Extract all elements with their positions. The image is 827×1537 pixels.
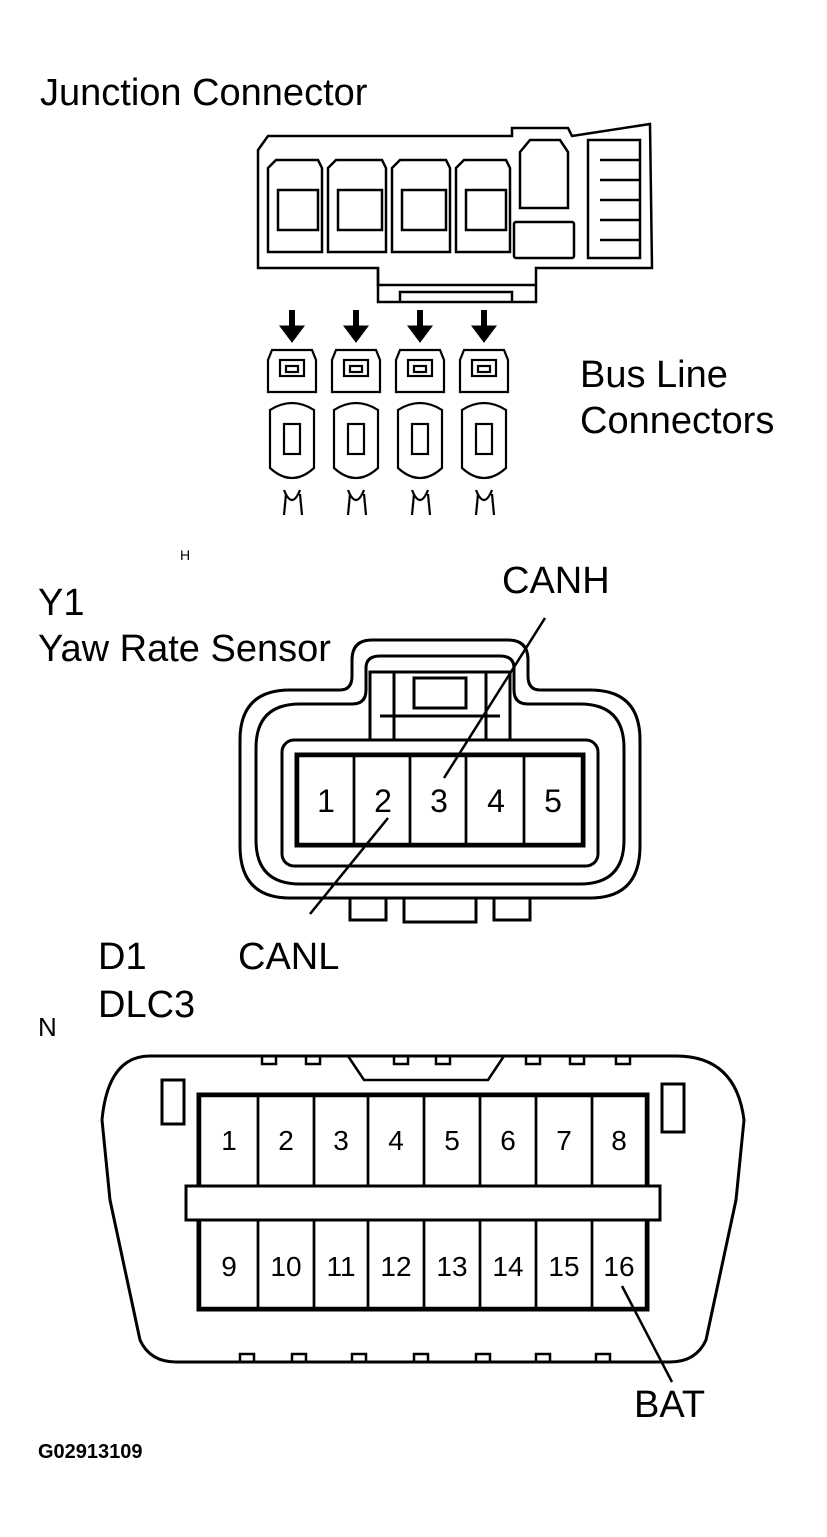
dlc3-pin-numbers: 1 2 3 4 5 6 7 8 9 10 11 12 13 14 15 16 xyxy=(221,1125,634,1282)
bus-line-terminals xyxy=(266,348,510,516)
yaw-pin-cell-5 xyxy=(522,754,584,846)
small-mark-h: H xyxy=(180,547,191,563)
dlc3-name: DLC3 xyxy=(98,984,196,1026)
dlc-pin-label-11: 11 xyxy=(326,1251,355,1282)
yaw-pin-cells xyxy=(296,754,584,846)
canh-leader-line xyxy=(442,617,547,779)
dlc-pin-label-12: 12 xyxy=(380,1251,411,1282)
bus-line-label-line2: Connectors xyxy=(580,400,775,442)
dlc3-connector-drawing xyxy=(100,1054,746,1364)
dlc-pin-label-6: 6 xyxy=(500,1125,516,1156)
bus-terminal-4 xyxy=(458,348,510,516)
yaw-pin-label-5: 5 xyxy=(544,783,562,819)
yaw-pin-label-4: 4 xyxy=(487,783,505,819)
dlc-pin-label-7: 7 xyxy=(556,1125,572,1156)
bus-line-label-line1: Bus Line xyxy=(580,354,728,396)
dlc-pin-label-8: 8 xyxy=(611,1125,627,1156)
dlc-pin-label-9: 9 xyxy=(221,1251,237,1282)
dlc-pin-label-10: 10 xyxy=(270,1251,301,1282)
dlc-pin-label-16: 16 xyxy=(603,1251,634,1282)
junction-connector-title: Junction Connector xyxy=(40,72,368,114)
canl-leader-line xyxy=(309,817,389,915)
dlc-pin-label-2: 2 xyxy=(278,1125,294,1156)
dlc3-code: D1 xyxy=(98,936,147,978)
bus-terminal-2 xyxy=(330,348,382,516)
bus-terminal-1 xyxy=(266,348,318,516)
dlc-pin-label-13: 13 xyxy=(436,1251,467,1282)
yaw-pin-label-1: 1 xyxy=(317,783,335,819)
yaw-pin-label-3: 3 xyxy=(430,783,448,819)
insertion-arrows xyxy=(279,310,497,343)
figure-id: G02913109 xyxy=(38,1441,143,1463)
junction-connector-drawing xyxy=(256,122,654,304)
small-mark-n: N xyxy=(38,1012,57,1042)
dlc-pin-label-4: 4 xyxy=(388,1125,404,1156)
dlc3-pin-cells xyxy=(198,1094,648,1310)
dlc-pin-cell-8 xyxy=(590,1094,648,1188)
yaw-pin-numbers: 1 2 3 4 5 xyxy=(317,783,562,819)
canl-label: CANL xyxy=(238,936,340,978)
dlc-pin-label-14: 14 xyxy=(492,1251,523,1282)
yaw-sensor-code: Y1 xyxy=(38,582,85,624)
yaw-sensor-name: Yaw Rate Sensor xyxy=(38,628,331,670)
canh-label: CANH xyxy=(502,560,610,602)
dlc-pin-label-1: 1 xyxy=(221,1125,237,1156)
dlc-pin-cell-16 xyxy=(590,1218,648,1310)
bat-label: BAT xyxy=(634,1384,706,1426)
dlc-pin-label-3: 3 xyxy=(333,1125,349,1156)
bus-terminal-3 xyxy=(394,348,446,516)
yaw-sensor-connector-drawing xyxy=(238,638,642,924)
dlc-pin-label-15: 15 xyxy=(548,1251,579,1282)
yaw-pin-label-2: 2 xyxy=(374,783,392,819)
bat-leader-line xyxy=(620,1285,674,1383)
dlc-pin-label-5: 5 xyxy=(444,1125,460,1156)
